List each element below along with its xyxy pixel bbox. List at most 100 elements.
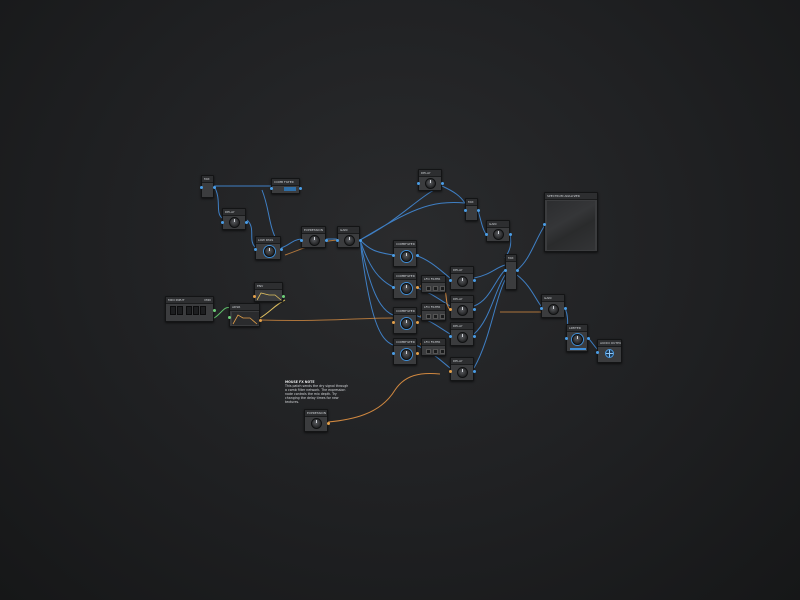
toggle[interactable]	[433, 286, 438, 291]
input-port[interactable]	[449, 308, 452, 311]
output-port[interactable]	[473, 335, 476, 338]
frequency-knob[interactable]	[401, 318, 412, 329]
delay-node[interactable]: DELAY	[449, 357, 476, 381]
input-port[interactable]	[200, 186, 203, 189]
expression-knob[interactable]	[311, 418, 322, 429]
output-port[interactable]	[473, 370, 476, 373]
gain-knob[interactable]	[548, 304, 559, 315]
midi-slot[interactable]	[200, 306, 206, 315]
toggle[interactable]	[433, 314, 438, 319]
input-port[interactable]	[417, 182, 420, 185]
delay-knob[interactable]	[229, 217, 240, 228]
threshold-knob[interactable]	[572, 334, 583, 345]
input-port[interactable]	[464, 209, 467, 212]
input-port[interactable]	[228, 316, 231, 319]
lfo-filter-node[interactable]: LFO FILTER	[421, 338, 446, 356]
output-port[interactable]	[564, 307, 567, 310]
output-port[interactable]	[245, 221, 248, 224]
delay-knob[interactable]	[457, 367, 468, 378]
output-port[interactable]	[441, 182, 444, 185]
toggle[interactable]	[440, 314, 445, 319]
input-port[interactable]	[336, 239, 339, 242]
output-port[interactable]	[473, 308, 476, 311]
toggle[interactable]	[440, 349, 445, 354]
delay-knob[interactable]	[457, 305, 468, 316]
lfo-filter-node[interactable]: LFO FILTER	[421, 275, 446, 293]
input-port[interactable]	[254, 248, 257, 251]
output-port[interactable]	[299, 187, 302, 190]
input-port[interactable]	[540, 307, 543, 310]
output-port[interactable]	[213, 309, 216, 312]
input-port[interactable]	[485, 233, 488, 236]
output-port[interactable]	[416, 254, 419, 257]
output-port[interactable]	[473, 279, 476, 282]
output-port[interactable]	[416, 321, 419, 324]
delay-knob[interactable]	[457, 332, 468, 343]
expression-knob[interactable]	[309, 235, 320, 246]
output-port[interactable]	[325, 239, 328, 242]
midi-slot[interactable]	[193, 306, 199, 315]
midi-slot[interactable]	[170, 306, 176, 315]
gain-node[interactable]: GAIN	[485, 220, 512, 242]
spectrum-analyzer-node[interactable]: SPECTRUM ANALYZER	[543, 192, 598, 252]
gain-node[interactable]: GAIN	[336, 226, 362, 248]
expression-node[interactable]: EXPRESSION	[300, 226, 328, 248]
adsr-node[interactable]: ADSR	[228, 303, 262, 327]
input-port[interactable]	[392, 254, 395, 257]
gain-knob[interactable]	[344, 235, 355, 246]
audio-output-node[interactable]: AUDIO OUTPUT	[596, 339, 622, 363]
output-port[interactable]	[359, 239, 362, 242]
mix-node[interactable]: MIX	[464, 198, 480, 221]
toggle[interactable]	[433, 349, 438, 354]
toggle[interactable]	[440, 286, 445, 291]
limiter-node[interactable]: LIMITER	[565, 324, 590, 352]
delay-knob[interactable]	[457, 276, 468, 287]
output-port[interactable]	[516, 269, 519, 272]
delay-node[interactable]: DELAY	[449, 266, 476, 290]
comb-filter-node[interactable]: COMB FILTER	[270, 178, 302, 194]
delay-node[interactable]: DELAY	[221, 208, 248, 230]
frequency-knob[interactable]	[401, 283, 412, 294]
output-port[interactable]	[282, 295, 285, 298]
delay-knob[interactable]	[425, 178, 436, 189]
midi-slot[interactable]	[186, 306, 192, 315]
input-port[interactable]	[270, 187, 273, 190]
input-port[interactable]	[449, 279, 452, 282]
output-port[interactable]	[587, 337, 590, 340]
frequency-knob[interactable]	[401, 251, 412, 262]
output-port[interactable]	[327, 422, 330, 425]
output-port[interactable]	[259, 319, 262, 322]
midi-input-node[interactable]: MIDI INPUT MIDI	[165, 296, 216, 322]
input-port[interactable]	[392, 321, 395, 324]
combfilter-node[interactable]: COMBFILTER	[392, 307, 419, 334]
delay-node[interactable]: DELAY	[449, 295, 476, 319]
input-port[interactable]	[565, 337, 568, 340]
toggle[interactable]	[426, 314, 431, 319]
toggle[interactable]	[426, 349, 431, 354]
input-port[interactable]	[504, 269, 507, 272]
delay-node[interactable]: DELAY	[449, 322, 476, 346]
combfilter-node[interactable]: COMBFILTER	[392, 272, 419, 299]
output-port[interactable]	[213, 186, 216, 189]
input-port[interactable]	[596, 351, 599, 354]
input-port[interactable]	[253, 295, 256, 298]
expression-node[interactable]: EXPRESSION	[304, 409, 330, 432]
input-port[interactable]	[221, 221, 224, 224]
toggle[interactable]	[426, 286, 431, 291]
lowpass-node[interactable]: LOW PASS	[254, 236, 283, 260]
input-port[interactable]	[543, 223, 546, 226]
input-port[interactable]	[449, 335, 452, 338]
output-port[interactable]	[477, 209, 480, 212]
gain-node[interactable]: GAIN	[540, 294, 567, 318]
gain-knob[interactable]	[493, 229, 504, 240]
mix-node[interactable]: MIX	[504, 254, 519, 290]
mix-node[interactable]: MIX	[200, 175, 216, 198]
midi-slot[interactable]	[177, 306, 183, 315]
output-port[interactable]	[416, 352, 419, 355]
env-node[interactable]: ENV	[253, 282, 285, 302]
cutoff-knob[interactable]	[264, 246, 275, 257]
input-port[interactable]	[392, 286, 395, 289]
frequency-knob[interactable]	[401, 349, 412, 360]
input-port[interactable]	[300, 239, 303, 242]
